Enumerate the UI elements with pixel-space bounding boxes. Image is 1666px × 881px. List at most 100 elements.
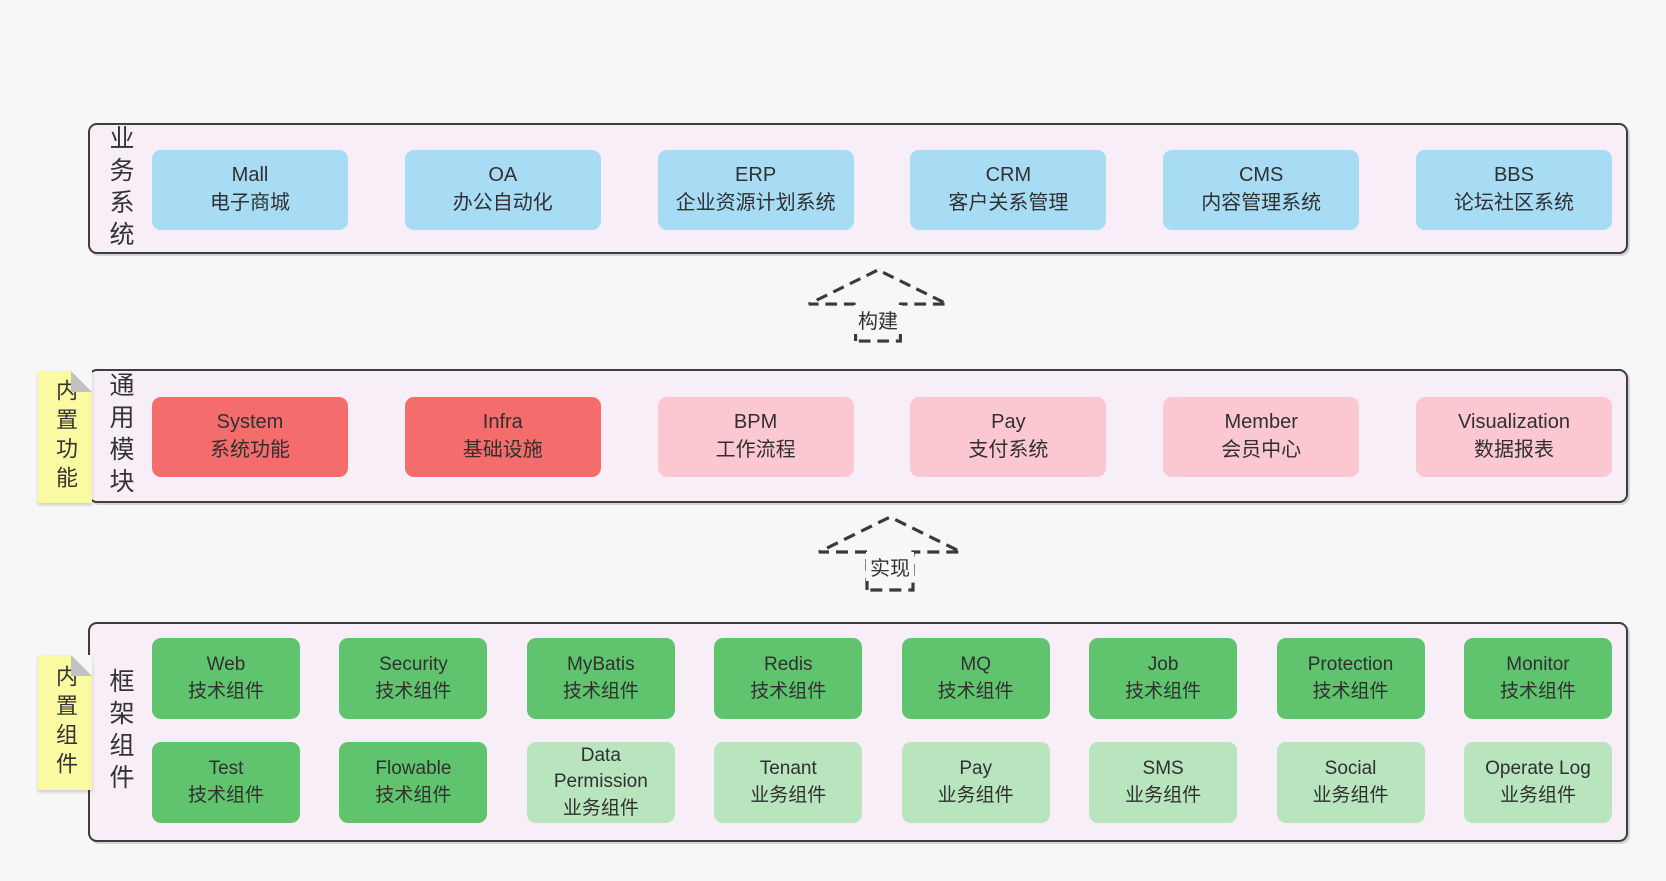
module-name: MyBatis bbox=[567, 654, 635, 676]
module-desc: 技术组件 bbox=[1499, 680, 1576, 702]
note-fold-corner-icon bbox=[71, 371, 92, 392]
band-rows-common-modules: System 系统功能 Infra 基础设施 BPM 工作流程 Pay 支付系统 Member 会… bbox=[152, 397, 1612, 477]
module-box-crm: CRM 客户关系管理 bbox=[910, 150, 1107, 230]
module-desc: 业务组件 bbox=[1499, 784, 1576, 806]
arrow-label: 实现 bbox=[866, 552, 914, 581]
module-box-mall: Mall 电子商城 bbox=[152, 150, 348, 230]
module-box-test: Test 技术组件 bbox=[152, 742, 300, 823]
module-box-member: Member 会员中心 bbox=[1163, 397, 1360, 477]
module-desc: 技术组件 bbox=[187, 680, 264, 702]
module-desc: 会员中心 bbox=[1221, 439, 1302, 461]
module-box-cms: CMS 内容管理系统 bbox=[1163, 150, 1360, 230]
module-box-bpm: BPM 工作流程 bbox=[657, 397, 854, 477]
module-row: Mall 电子商城 OA 办公自动化 ERP 企业资源计划系统 CRM 客户关系管理 CMS 内容… bbox=[152, 150, 1612, 230]
dashed-up-arrow-icon bbox=[808, 268, 948, 343]
module-desc: 业务组件 bbox=[1125, 784, 1202, 806]
band-label-framework-components: 框架组件 bbox=[106, 668, 134, 796]
arrow-implement: 实现 bbox=[817, 514, 963, 592]
module-desc: 技术组件 bbox=[187, 784, 264, 806]
module-name: Job bbox=[1147, 654, 1179, 676]
module-name: CMS bbox=[1238, 164, 1284, 187]
module-desc: 技术组件 bbox=[375, 784, 452, 806]
module-name: Member bbox=[1224, 411, 1298, 434]
module-box-oa: OA 办公自动化 bbox=[404, 150, 601, 230]
band-rows-business-systems: Mall 电子商城 OA 办公自动化 ERP 企业资源计划系统 CRM 客户关系管理 CMS 内容… bbox=[152, 150, 1612, 230]
module-box-monitor: Monitor 技术组件 bbox=[1463, 638, 1612, 719]
module-name: Visualization bbox=[1458, 411, 1570, 434]
module-name: Security bbox=[379, 654, 448, 676]
note-fold-corner-icon bbox=[71, 655, 92, 676]
module-desc: 企业资源计划系统 bbox=[675, 192, 836, 214]
module-name: Monitor bbox=[1506, 654, 1570, 676]
module-desc: 业务组件 bbox=[562, 797, 639, 819]
module-desc: 办公自动化 bbox=[452, 192, 553, 214]
module-box-visualization: Visualization 数据报表 bbox=[1415, 397, 1612, 477]
module-desc: 内容管理系统 bbox=[1201, 192, 1322, 214]
module-name: ERP bbox=[735, 164, 777, 187]
module-box-infra: Infra 基础设施 bbox=[404, 397, 601, 477]
module-desc: 技术组件 bbox=[937, 680, 1014, 702]
module-box-web: Web 技术组件 bbox=[152, 638, 300, 719]
module-desc: 技术组件 bbox=[375, 680, 452, 702]
module-box-security: Security 技术组件 bbox=[339, 638, 488, 719]
module-box-system: System 系统功能 bbox=[152, 397, 348, 477]
module-box-erp: ERP 企业资源计划系统 bbox=[657, 150, 854, 230]
arrow-build: 构建 bbox=[805, 267, 951, 343]
sticky-note-text: 内置组件 bbox=[53, 664, 78, 781]
dashed-up-arrow-icon bbox=[818, 515, 962, 592]
module-name: Infra bbox=[482, 411, 523, 434]
sticky-note-builtin-components: 内置组件 bbox=[38, 655, 92, 790]
module-box-mq: MQ 技术组件 bbox=[901, 638, 1050, 719]
module-desc: 论坛社区系统 bbox=[1453, 192, 1574, 214]
module-name: Redis bbox=[763, 654, 813, 676]
module-name: Web bbox=[206, 654, 246, 676]
arrow-label: 构建 bbox=[854, 305, 902, 334]
module-name: Test bbox=[208, 758, 244, 780]
module-name: Tenant bbox=[759, 758, 817, 780]
module-desc: 业务组件 bbox=[1312, 784, 1389, 806]
module-desc: 工作流程 bbox=[715, 439, 796, 461]
module-box-operate-log: Operate Log 业务组件 bbox=[1463, 742, 1612, 823]
module-desc: 基础设施 bbox=[462, 439, 543, 461]
module-box-pay: Pay 业务组件 bbox=[901, 742, 1050, 823]
module-name: BPM bbox=[733, 411, 778, 434]
module-name: Mall bbox=[231, 164, 269, 187]
module-name: Operate Log bbox=[1485, 758, 1591, 780]
module-box-data-permission: Data Permission 业务组件 bbox=[526, 742, 675, 823]
module-row: System 系统功能 Infra 基础设施 BPM 工作流程 Pay 支付系统 Member 会… bbox=[152, 397, 1612, 477]
module-name: Protection bbox=[1307, 654, 1394, 676]
module-box-protection: Protection 技术组件 bbox=[1276, 638, 1425, 719]
module-desc: 支付系统 bbox=[968, 439, 1049, 461]
module-box-flowable: Flowable 技术组件 bbox=[339, 742, 488, 823]
module-name: MQ bbox=[960, 654, 991, 676]
module-name: Data Permission bbox=[553, 745, 648, 793]
module-box-sms: SMS 业务组件 bbox=[1089, 742, 1238, 823]
module-row: Test 技术组件 Flowable 技术组件 Data Permission 业务组件 T… bbox=[152, 742, 1612, 823]
module-desc: 系统功能 bbox=[210, 439, 290, 461]
module-desc: 技术组件 bbox=[1312, 680, 1389, 702]
module-desc: 客户关系管理 bbox=[948, 192, 1069, 214]
module-name: System bbox=[216, 411, 284, 434]
module-name: Pay bbox=[959, 758, 993, 780]
module-name: Social bbox=[1324, 758, 1377, 780]
module-name: SMS bbox=[1142, 758, 1184, 780]
module-name: Flowable bbox=[375, 758, 452, 780]
module-name: OA bbox=[488, 164, 518, 187]
module-name: Pay bbox=[991, 411, 1026, 434]
module-desc: 业务组件 bbox=[937, 784, 1014, 806]
module-box-social: Social 业务组件 bbox=[1276, 742, 1425, 823]
module-name: CRM bbox=[985, 164, 1032, 187]
module-box-redis: Redis 技术组件 bbox=[714, 638, 863, 719]
band-label-business-systems: 业务系统 bbox=[106, 124, 134, 253]
module-desc: 数据报表 bbox=[1473, 439, 1554, 461]
module-desc: 技术组件 bbox=[750, 680, 827, 702]
module-box-pay: Pay 支付系统 bbox=[910, 397, 1107, 477]
module-desc: 电子商城 bbox=[210, 192, 290, 214]
